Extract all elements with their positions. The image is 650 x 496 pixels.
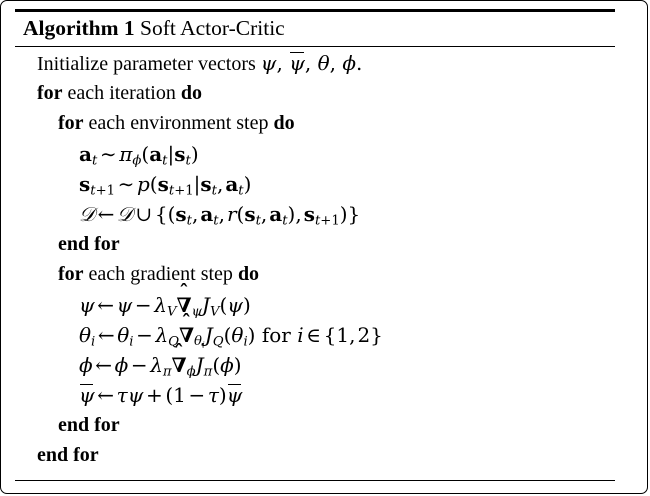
algorithm-line-for-iteration: for each iteration do (15, 83, 615, 113)
do-keyword-2: do (273, 112, 295, 135)
end-for-keyword-1: end for (58, 233, 120, 256)
algorithm-block: Algorithm 1 Soft Actor-Critic Initialize… (15, 9, 615, 482)
algorithm-line-sample-action: at∼πϕ(at|st) (79, 141, 199, 169)
each-word-3: each (88, 263, 126, 286)
algorithm-body: Initialize parameter vectors ψ, ψ, θ, ϕ.… (15, 47, 615, 480)
gradient-step-word: gradient step (130, 263, 233, 286)
algorithm-label: Algorithm 1 (23, 15, 135, 40)
each-word-2: each (88, 112, 126, 135)
algorithm-title: Algorithm 1 Soft Actor-Critic (15, 12, 615, 46)
end-for-keyword-2: end for (58, 414, 120, 437)
algorithm-line-for-gradient-step: for each gradient step do (15, 264, 615, 294)
for-math-word: for (261, 322, 291, 347)
end-for-keyword-3: end for (37, 444, 99, 467)
algorithm-line-for-environment-step: for each environment step do (15, 113, 615, 143)
algorithm-line-sample-next-state: st+1∼p(st+1|st,at) (79, 171, 252, 199)
algorithm-name: Soft Actor-Critic (140, 15, 285, 40)
initialize-symbols: ψ, ψ, θ, ϕ. (260, 51, 363, 75)
do-keyword-3: do (237, 263, 260, 286)
algorithm-top-rule (15, 9, 615, 12)
algorithm-line-update-target-psi-bar: ψ←τψ+(1−τ)ψ (79, 383, 243, 408)
algorithm-bottom-rule (15, 479, 615, 482)
algorithm-line-update-q-theta: θi←θi−λQ∇θiJQ(θi) for i∈{1,2} (15, 325, 615, 355)
algorithm-line-end-for-iteration: end for (15, 445, 615, 475)
for-keyword: for (37, 82, 63, 105)
algorithm-line-initialize: Initialize parameter vectors ψ, ψ, θ, ϕ. (15, 51, 615, 83)
algorithm-line-end-for-environment-step: end for (15, 234, 615, 264)
iteration-word: iteration (109, 82, 176, 105)
each-word-1: each (67, 82, 105, 105)
initialize-text: Initialize parameter vectors (37, 53, 256, 75)
for-keyword-2: for (58, 112, 84, 135)
algorithm-line-append-replay-buffer: 𝒟←𝒟∪{(st,at,r(st,at),st+1)} (79, 201, 361, 229)
algorithm-line-update-policy-phi: ϕ←ϕ−λπ∇ϕJπ(ϕ) (15, 355, 615, 385)
algorithm-line-update-value-psi: ψ←ψ−λV∇ψJV(ψ) (15, 295, 615, 325)
algorithm-title-rule (15, 45, 615, 47)
environment-step-word: environment step (130, 112, 269, 135)
algorithm-line-end-for-gradient-step: end for (15, 415, 615, 445)
for-keyword-3: for (58, 263, 84, 286)
do-keyword-1: do (180, 82, 202, 105)
